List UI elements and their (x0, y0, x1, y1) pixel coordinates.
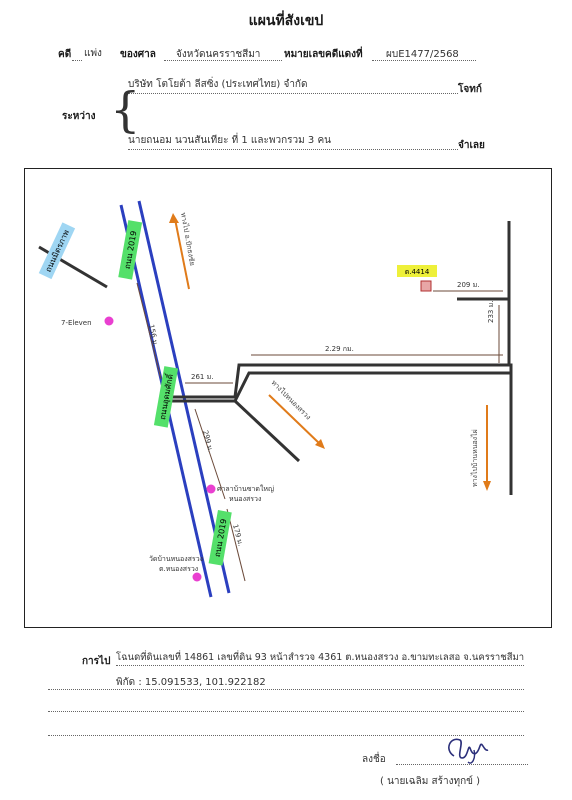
arrow-north-head (169, 213, 179, 223)
court-name: จังหวัดนครราชสีมา (176, 49, 261, 60)
plaintiff-name: บริษัท โตโยต้า ลีสซิ่ง (ประเทศไทย) จำกัด (128, 79, 308, 90)
distance-label-3: 299 ม. (201, 429, 215, 453)
target-label: ต.4414 (405, 268, 430, 276)
court-label: ของศาล (120, 49, 156, 60)
dim-line-1 (136, 282, 162, 380)
case-label: คดี (58, 49, 72, 60)
diagonal-road (233, 399, 301, 463)
distance-label-2: 261 ม. (191, 373, 213, 381)
signer-name: ( นายเฉลิม สร้างทุกข์ ) (380, 776, 481, 787)
defendant-name: นายถนอม นวนสันเทียะ ที่ 1 และพวกรวม 3 คน (128, 135, 331, 146)
defendant-role: จำเลย (458, 140, 485, 151)
label-seven-eleven: 7-Eleven (61, 319, 92, 327)
arrow-southeast-shaft (268, 394, 322, 446)
signature-label: ลงชื่อ (362, 754, 386, 765)
brace-symbol: { (110, 82, 141, 138)
school-marker (206, 484, 216, 494)
target-parcel (420, 280, 432, 292)
arrow-south-head (483, 481, 491, 491)
directions-label: การไป (82, 656, 111, 667)
label-school: ศาลาบ้านซาดใหญ่ (217, 484, 274, 493)
label-temple: วัดบ้านหนองสรวง (149, 555, 203, 563)
between-label: ระหว่าง (62, 111, 96, 122)
distance-label-5: 2.29 กม. (325, 345, 354, 353)
map-frame: ถนนมิตรภาพ ถนน 2019 ถนนอุดมศักดิ์ ถนน 20… (24, 168, 552, 628)
distance-label-6: 209 ม. (457, 281, 479, 289)
label-to-north: ทางไปบ้านหนองไผ่ (470, 429, 479, 487)
seven-eleven-marker (104, 316, 114, 326)
distance-label-1: 156 ม. (147, 324, 159, 348)
distance-label-7: 233 ม. (487, 301, 495, 323)
label-to-pakthongchai: ทางไป อ.ปักธงชัย (179, 212, 197, 267)
temple-marker (192, 572, 202, 582)
plaintiff-role: โจทก์ (458, 84, 482, 95)
red-number: ผบE1477/2568 (386, 49, 459, 60)
page-title: แผนที่สังเขป (248, 13, 324, 29)
arrow-north-shaft (174, 218, 190, 290)
label-to-nongsarawng: ทางไปหนองสรวง (270, 378, 313, 421)
branch-road-upper (171, 363, 513, 495)
case-type: แพ่ง (84, 48, 102, 59)
dim-line-3 (194, 408, 226, 500)
signature-mark (448, 738, 489, 764)
directions-text: โฉนดที่ดินเลขที่ 14861 เลขที่ดิน 93 หน้า… (116, 652, 525, 663)
label-school-sub: หนองสรวง (229, 495, 261, 503)
branch-road-lower (171, 371, 511, 403)
red-number-label: หมายเลขคดีแดงที่ (284, 49, 363, 60)
arrow-southeast-head (315, 439, 325, 449)
label-temple-sub: ต.หนองสรวง (159, 565, 198, 573)
map-sketch: ถนนมิตรภาพ ถนน 2019 ถนนอุดมศักดิ์ ถนน 20… (38, 200, 513, 598)
coordinates: พิกัด : 15.091533, 101.922182 (116, 677, 266, 688)
